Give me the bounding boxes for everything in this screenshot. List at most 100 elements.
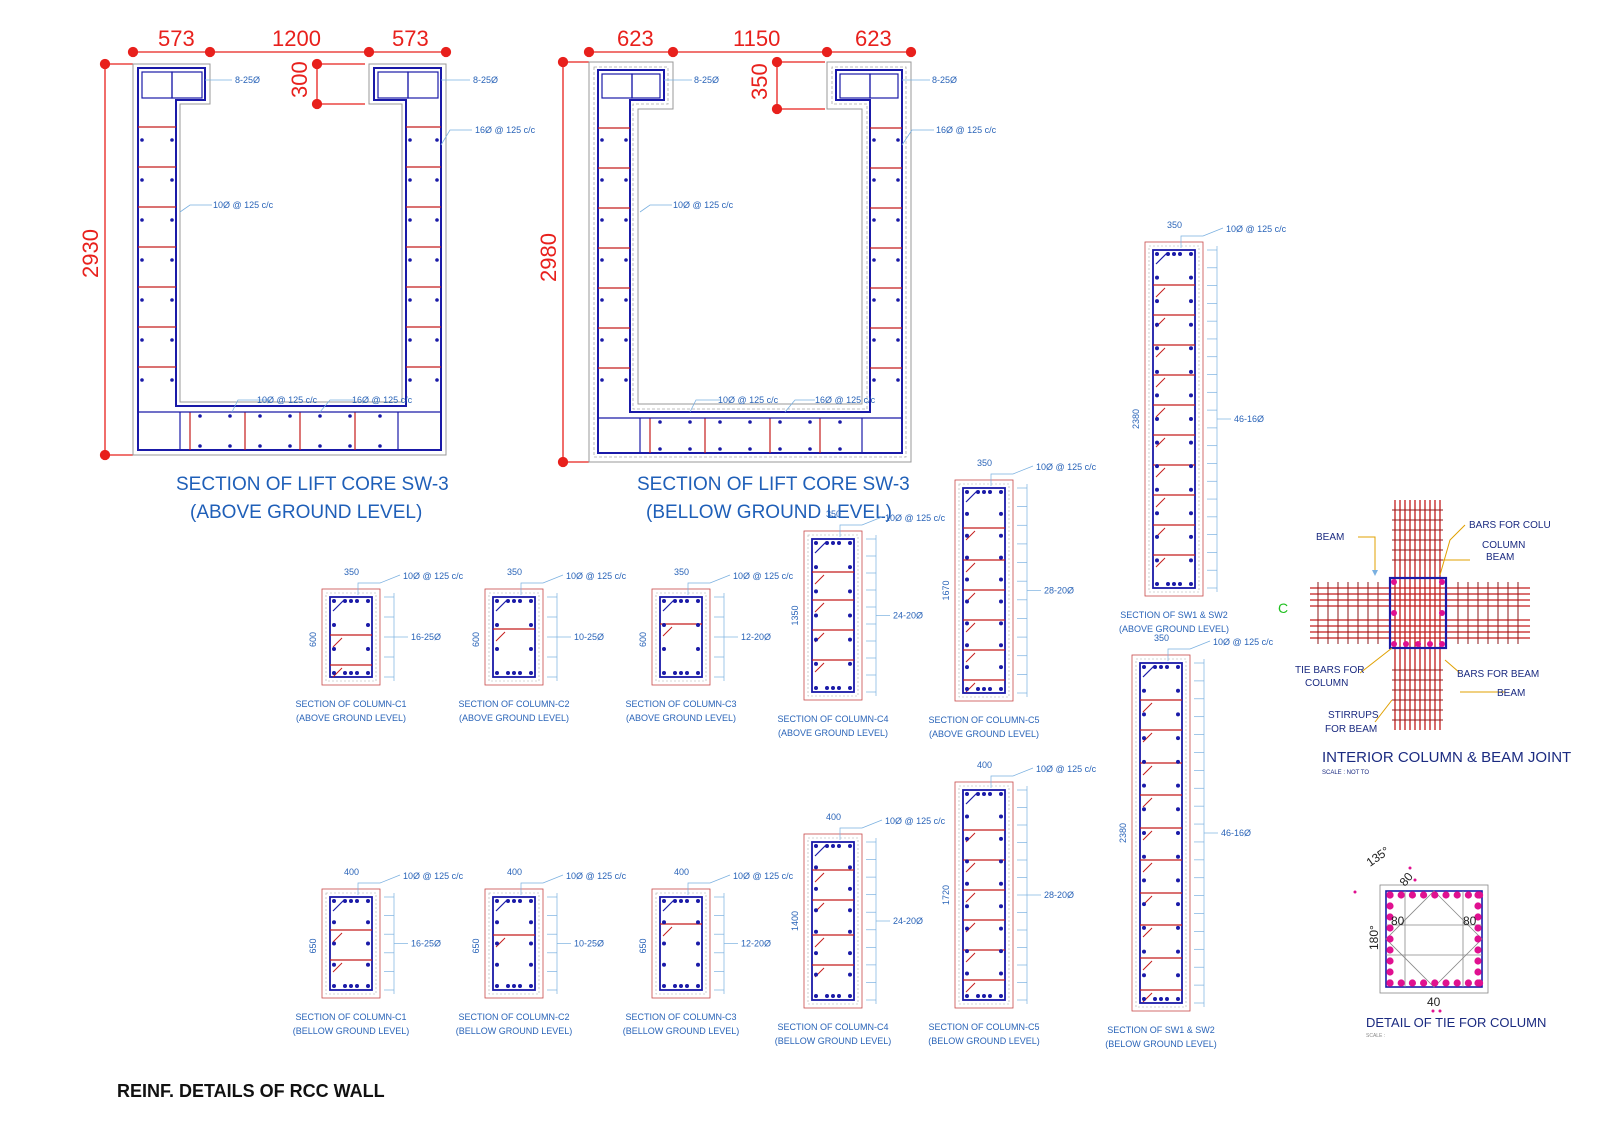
column-bars-label: 10-25Ø bbox=[574, 939, 604, 949]
column-tie-hook bbox=[1155, 407, 1166, 418]
tie-bar bbox=[1431, 979, 1439, 987]
column-bars-label: 16-25Ø bbox=[411, 939, 441, 949]
column-bar bbox=[965, 949, 969, 954]
column-bar bbox=[685, 671, 689, 675]
column-bar bbox=[662, 623, 666, 627]
column-bars-label: 46-16Ø bbox=[1221, 828, 1251, 838]
column-bar bbox=[1172, 252, 1176, 256]
column-bar bbox=[965, 859, 969, 864]
label-stirrups: STIRRUPS bbox=[1328, 710, 1379, 721]
column-bar bbox=[999, 926, 1003, 931]
column-bar bbox=[814, 686, 818, 690]
column-bar bbox=[1155, 558, 1159, 563]
column-bar bbox=[366, 984, 370, 988]
column-bar bbox=[355, 899, 359, 903]
column-bar bbox=[343, 671, 347, 675]
joint-core-bars bbox=[1391, 579, 1445, 647]
column-bar bbox=[343, 899, 347, 903]
tie-bar bbox=[1397, 979, 1405, 987]
tie-bar bbox=[1386, 968, 1394, 976]
column-subtitle: (BELOW GROUND LEVEL) bbox=[1105, 1039, 1217, 1049]
column-bar bbox=[848, 844, 852, 848]
column-bar bbox=[332, 623, 336, 627]
column-bar bbox=[1176, 807, 1180, 812]
column-bar bbox=[965, 926, 969, 931]
column-bar bbox=[814, 929, 818, 934]
column-bar bbox=[848, 908, 852, 913]
tie-bar bbox=[1386, 913, 1394, 921]
column-bar bbox=[673, 599, 677, 603]
column-bar bbox=[679, 899, 683, 903]
column-width-label: 400 bbox=[674, 867, 689, 877]
tie-bar bbox=[1397, 891, 1405, 899]
column-bar bbox=[512, 899, 516, 903]
column-bars-label: 28-20Ø bbox=[1044, 586, 1074, 596]
dim-height: 2930 bbox=[78, 229, 103, 278]
column-bar bbox=[965, 643, 969, 648]
column-bar bbox=[685, 599, 689, 603]
column-title: SECTION OF COLUMN-C2 bbox=[458, 699, 569, 709]
column-outline bbox=[321, 588, 381, 686]
column-bar bbox=[848, 589, 852, 594]
column-bar bbox=[673, 899, 677, 903]
column-bar bbox=[366, 599, 370, 603]
column-bar bbox=[814, 908, 818, 913]
column-dim-ticks bbox=[1207, 246, 1218, 592]
column-bar bbox=[848, 951, 852, 956]
column-bar bbox=[1155, 417, 1159, 421]
column-bar bbox=[495, 962, 499, 967]
column-bar bbox=[999, 904, 1003, 909]
column-bar bbox=[662, 647, 666, 651]
tie-detail-tie bbox=[1385, 890, 1483, 988]
column-bar bbox=[825, 844, 829, 848]
column-bar bbox=[1189, 322, 1193, 327]
tie-bar bbox=[1420, 979, 1428, 987]
column-bar bbox=[349, 671, 353, 675]
column-outline bbox=[484, 588, 544, 686]
column-tie-hook bbox=[662, 926, 673, 937]
column-bar bbox=[814, 541, 818, 545]
column-bar bbox=[814, 565, 818, 570]
joint-title: INTERIOR COLUMN & BEAM JOINT bbox=[1322, 749, 1571, 766]
column-bar bbox=[1155, 299, 1159, 304]
column-bar bbox=[332, 671, 336, 675]
column-bar bbox=[1189, 275, 1193, 280]
column-cover-line bbox=[655, 892, 707, 995]
label-bars-for-column: BARS FOR COLU bbox=[1469, 520, 1551, 531]
column-bar bbox=[696, 599, 700, 603]
lift-core-above-outline bbox=[132, 63, 447, 456]
column-subtitle: (BELLOW GROUND LEVEL) bbox=[775, 1036, 892, 1046]
column-bar bbox=[332, 984, 336, 988]
column-dim-ticks bbox=[547, 893, 558, 994]
column-cover-line bbox=[807, 534, 859, 697]
column-bar bbox=[662, 899, 666, 903]
column-tie-hook bbox=[1142, 797, 1153, 808]
column-dim-ticks bbox=[1194, 659, 1205, 1007]
column-main-tie bbox=[811, 538, 855, 693]
column-bar bbox=[662, 941, 666, 946]
column-tie-leader bbox=[520, 874, 564, 895]
column-bar bbox=[814, 661, 818, 666]
column-bar bbox=[976, 687, 980, 691]
column-bar bbox=[999, 836, 1003, 841]
column-subtitle: (ABOVE GROUND LEVEL) bbox=[778, 728, 888, 738]
joint-core bbox=[1388, 576, 1448, 650]
tie-bar bbox=[1386, 979, 1394, 987]
column-bar bbox=[685, 984, 689, 988]
column-tie-leader bbox=[839, 516, 883, 537]
column-subtitle: (ABOVE GROUND LEVEL) bbox=[929, 729, 1039, 739]
column-bar bbox=[999, 949, 1003, 954]
column-bar bbox=[332, 962, 336, 967]
column-cover-line bbox=[325, 592, 377, 682]
column-bar bbox=[1142, 973, 1146, 978]
column-tie-leader bbox=[990, 465, 1034, 486]
column-bar bbox=[495, 984, 499, 988]
column-outline bbox=[954, 781, 1014, 1009]
column-bar bbox=[1176, 831, 1180, 835]
column-height-label: 650 bbox=[638, 938, 648, 953]
column-bar bbox=[1155, 440, 1159, 445]
column-bar bbox=[529, 899, 533, 903]
column-tie-hook bbox=[332, 667, 343, 678]
